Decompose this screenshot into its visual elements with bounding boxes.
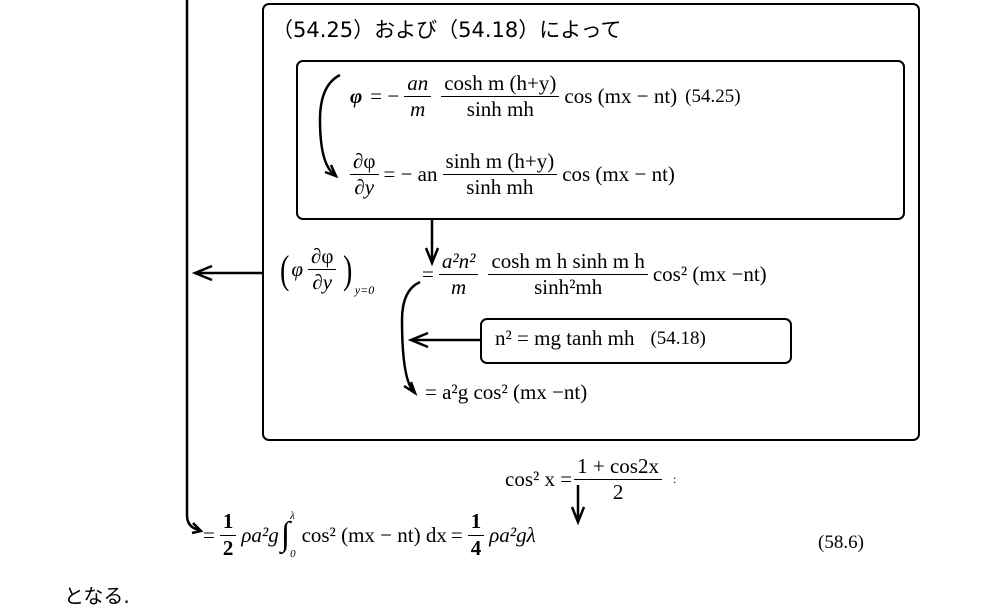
eq-dispersion: n² = mg tanh mh (54.18)	[495, 326, 706, 351]
c2-den: 4	[470, 535, 482, 560]
int-lower: 0	[290, 548, 296, 560]
eq-sign-1: =	[203, 522, 215, 547]
closing-text: となる.	[64, 584, 130, 608]
frac-num: cosh m (h+y)	[441, 71, 560, 98]
eq-sign-2: =	[450, 522, 463, 547]
eq-phi-lhs: φ	[350, 84, 363, 109]
outer-box	[262, 3, 920, 441]
eq-result: = a²g cos² (mx −nt)	[425, 380, 588, 404]
left-bracket-arrow	[185, 0, 201, 532]
eq-sign: =	[422, 262, 434, 287]
dispersion-box	[480, 318, 792, 364]
eq-dphi-eq: = − an	[383, 162, 438, 187]
end-term: ρa²gλ	[489, 522, 536, 547]
coef-num: an	[404, 71, 432, 98]
lhs-phi: φ	[291, 257, 303, 282]
coef-den: m	[410, 97, 426, 122]
curved-arrow-1	[318, 73, 341, 177]
frac-num: sinh m (h+y)	[442, 149, 558, 176]
dispersion-text: n² = mg tanh mh	[495, 326, 635, 350]
eq-dphi: ∂φ∂y = − an sinh m (h+y)sinh mh cos (mx …	[345, 149, 675, 200]
mid-term: ρa²g	[241, 522, 279, 547]
coef-num: a²n²	[438, 249, 479, 276]
lhs-den: ∂y	[312, 270, 333, 295]
lhs-num: ∂φ	[307, 244, 337, 271]
c1-den: 2	[222, 535, 234, 560]
frac-den: sinh²mh	[534, 275, 603, 300]
c1-num: 1	[219, 510, 237, 536]
identity-trail: :	[672, 472, 677, 487]
int-upper: λ	[290, 510, 295, 522]
frac-den: sinh mh	[466, 175, 534, 200]
coef-den: m	[451, 275, 467, 300]
lhs-den: ∂y	[354, 175, 375, 200]
eq-phi-eq: = −	[370, 84, 400, 109]
identity-den: 2	[612, 480, 624, 505]
curved-arrow-2	[400, 280, 421, 393]
inner-box	[296, 60, 905, 220]
frac-den: sinh mh	[466, 97, 534, 122]
lhs-num: ∂φ	[350, 149, 379, 176]
eq-ref-54-25: (54.25)	[685, 85, 741, 107]
integrand: cos² (mx − nt) dx	[301, 522, 447, 547]
eq-ref-58-6: (58.6)	[818, 532, 864, 553]
frac-num: cosh m h sinh m h	[488, 249, 648, 276]
c2-num: 1	[467, 510, 485, 536]
heading: （54.25）および（54.18）によって	[272, 18, 622, 42]
eq-dphi-tail: cos (mx − nt)	[562, 162, 675, 187]
eq-product-lhs: (φ ∂φ∂y )y=0	[279, 244, 375, 298]
eq-ref-54-18: (54.18)	[650, 327, 706, 349]
eq-product-tail: cos² (mx −nt)	[652, 262, 767, 287]
integral-sign: ∫	[280, 516, 291, 553]
eq-phi-tail: cos (mx − nt)	[564, 84, 678, 109]
lhs-sub: y=0	[354, 283, 375, 298]
identity-num: 1 + cos2x	[574, 454, 662, 481]
identity-lhs: cos² x =	[505, 467, 573, 492]
